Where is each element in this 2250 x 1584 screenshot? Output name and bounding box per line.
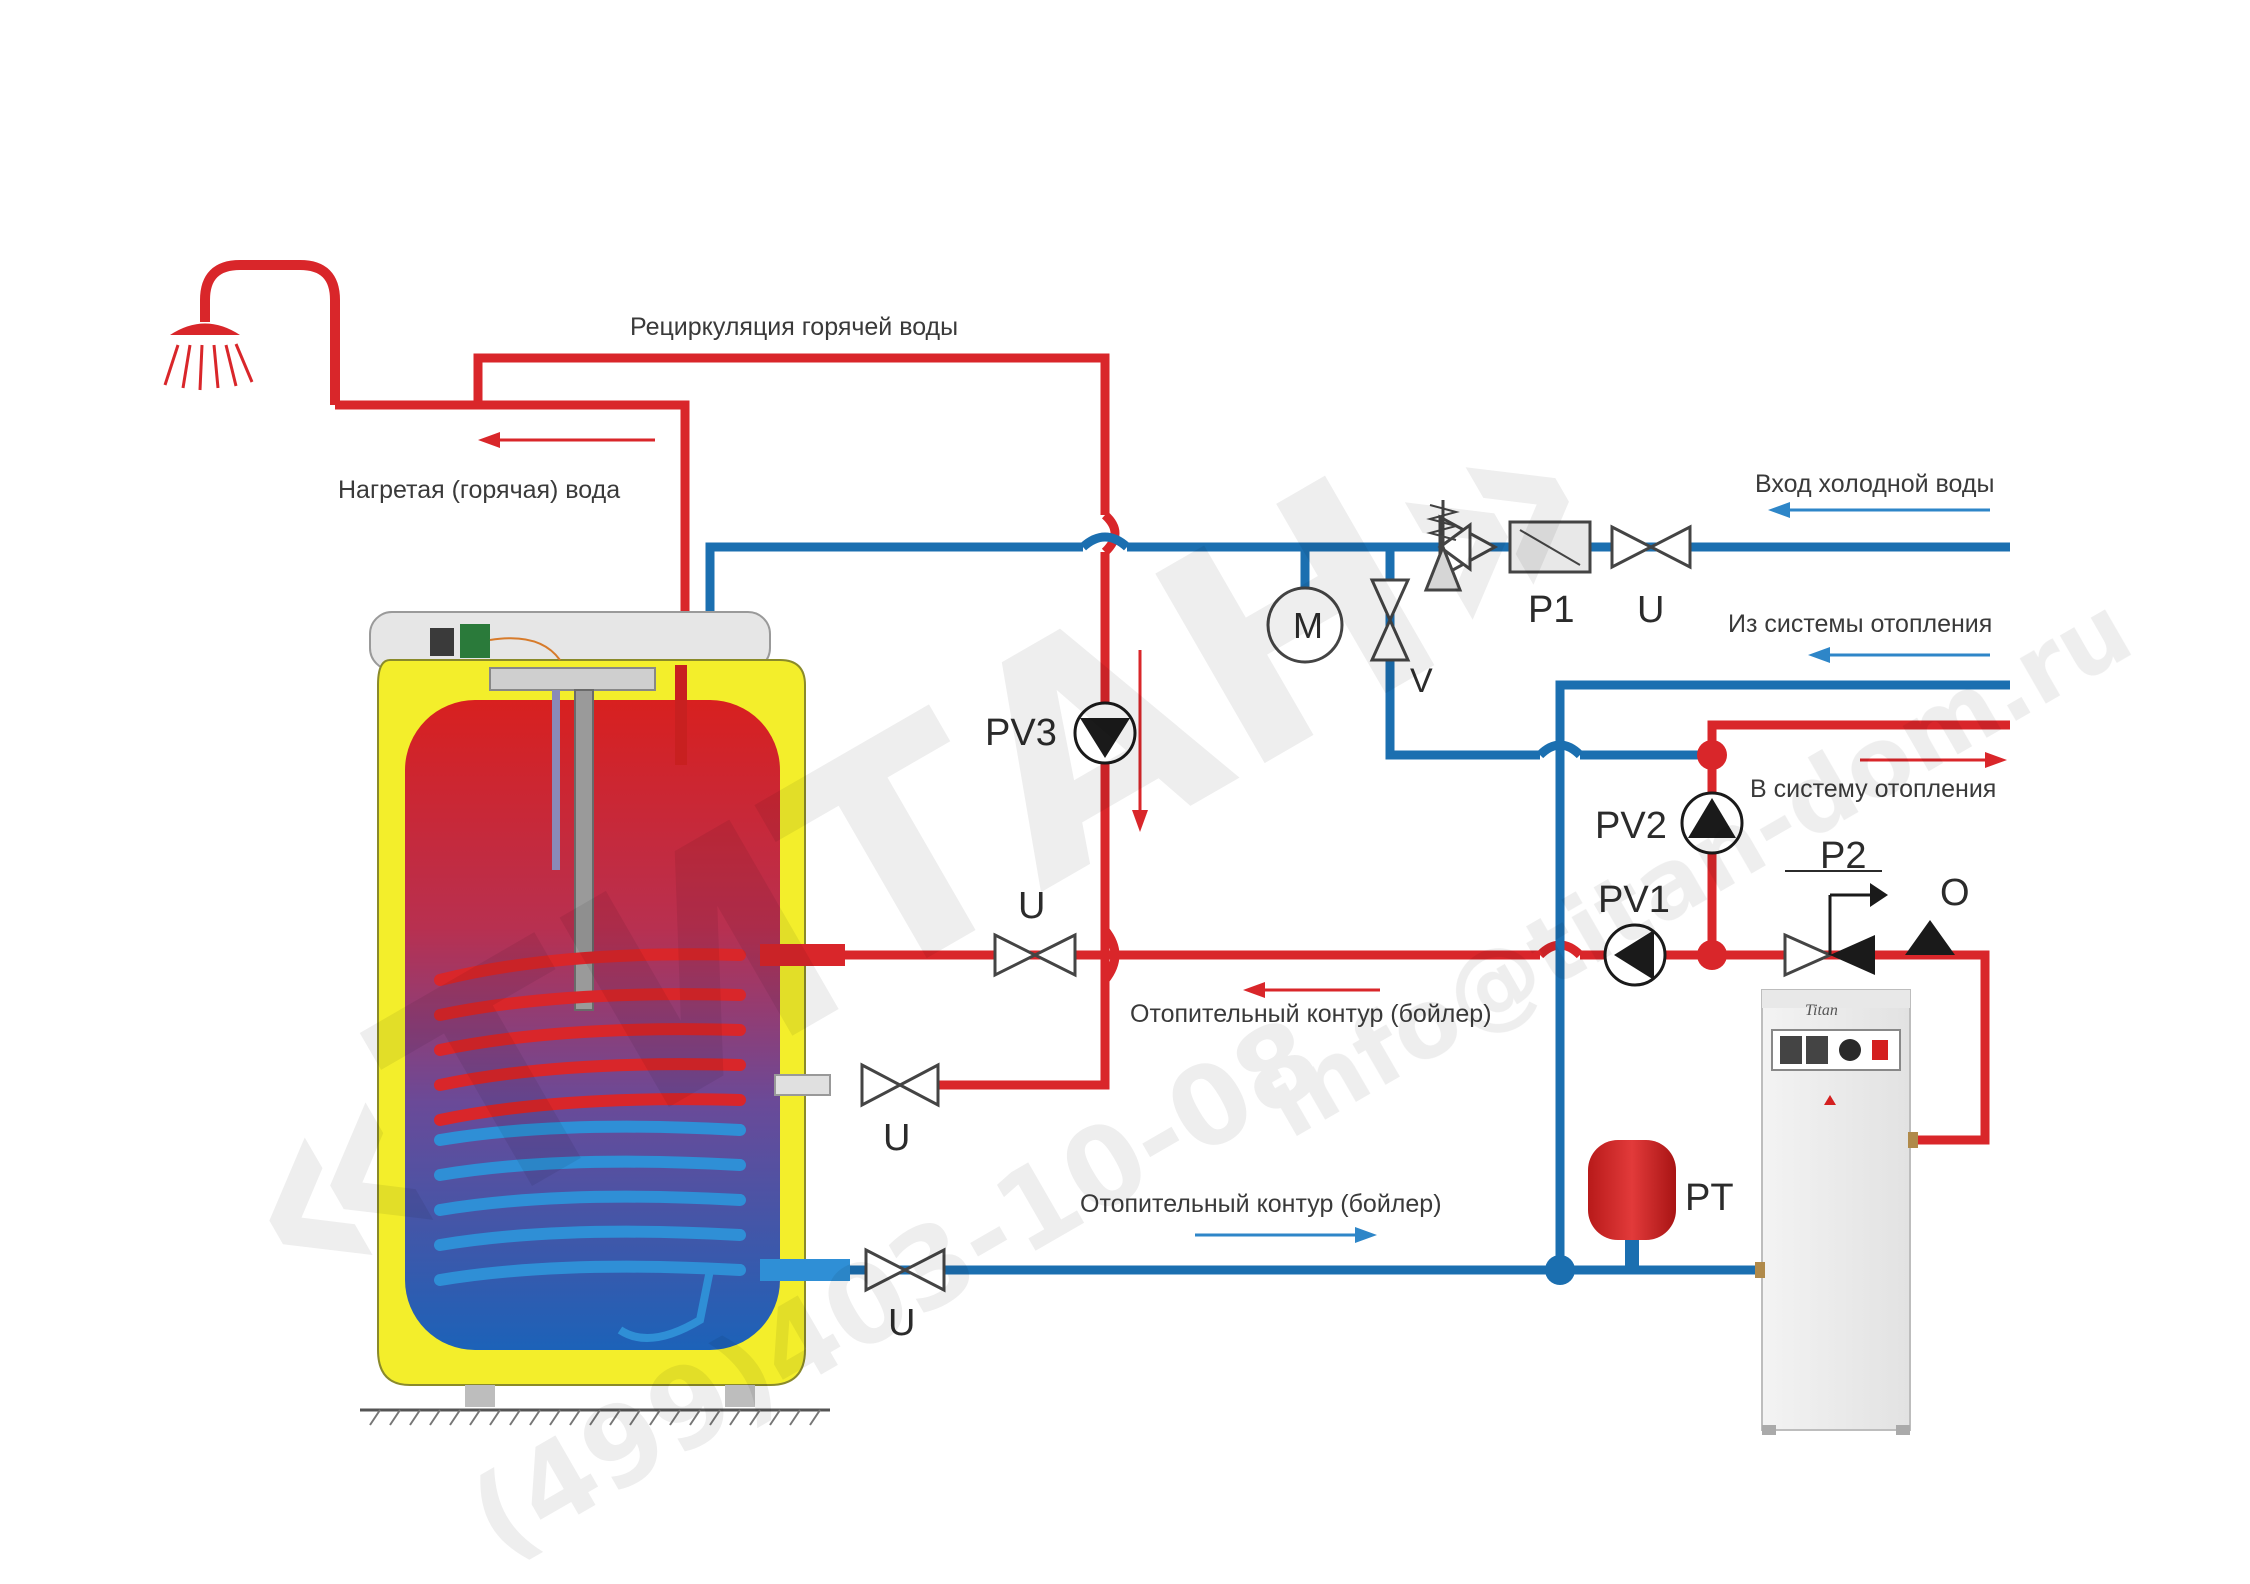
pipe-junction-node [1697,940,1727,970]
arrow-left-red-icon [478,432,655,448]
pipe-junction-node [1545,1255,1575,1285]
valve-u-inlet-icon [1610,524,1692,570]
arrow-left-blue-icon [1768,502,1990,518]
cold-water-in-label: Вход холодной воды [1755,470,1994,498]
valve-u-coil-top-icon [993,932,1077,978]
valve-v-icon [1369,578,1411,662]
valve-u-coil-bottom-icon [864,1247,946,1293]
to-heating-label: В систему отопления [1750,775,1996,803]
u-coil-top-code: U [1018,885,1045,927]
arrow-left-blue-icon [1808,647,1990,663]
flow-arrows [478,432,2007,1243]
u-coil-bottom-code: U [888,1302,915,1344]
pump-pv2-icon [1680,791,1744,855]
mixing-valve-p2-icon [1783,883,1888,978]
pipe-crossover-bump [1079,532,1131,551]
boiler-brand-label: Titan [1805,1002,1838,1019]
shower-head-icon [163,260,340,405]
arrow-left-red-icon [1243,982,1380,998]
pipe-junction-node [1697,740,1727,770]
pv3-code: PV3 [985,712,1057,754]
check-valve-o-icon [1905,920,1955,955]
heating-loop-return-label: Отопительный контур (бойлер) [1130,1000,1492,1028]
arrow-right-red-icon [1860,752,2007,768]
pv1-code: PV1 [1598,879,1670,921]
u-inlet-code: U [1637,589,1664,631]
safety-valve-icon [1423,500,1472,592]
water-heater-tank [360,611,850,1426]
arrow-down-red-icon [1132,650,1148,832]
heating-loop-supply-label: Отопительный контур (бойлер) [1080,1190,1442,1218]
p1-code: P1 [1528,589,1574,631]
manometer-icon [1266,586,1344,664]
pv2-code: PV2 [1595,805,1667,847]
pipe-crossover-bump [1101,511,1120,556]
recirculation-label: Рециркуляция горячей воды [630,313,958,341]
o-code: O [1940,872,1970,914]
arrow-right-blue-icon [1195,1227,1377,1243]
v-code: V [1410,662,1433,700]
manometer-code: M [1293,605,1323,646]
pump-pv3-icon [1073,701,1137,765]
u-side-code: U [883,1117,910,1159]
electric-boiler-titan [1755,989,1918,1435]
pt-code: PT [1685,1177,1734,1219]
pipe-crossover-bump [1536,740,1584,759]
valve-u-side-icon [860,1062,940,1108]
pipe-crossover-bump [1101,927,1120,983]
expansion-tank-pt-icon [1588,1140,1676,1270]
from-heating-label: Из системы отопления [1728,610,1992,638]
hot-water-label: Нагретая (горячая) вода [338,476,620,504]
pump-pv1-icon [1603,923,1667,987]
